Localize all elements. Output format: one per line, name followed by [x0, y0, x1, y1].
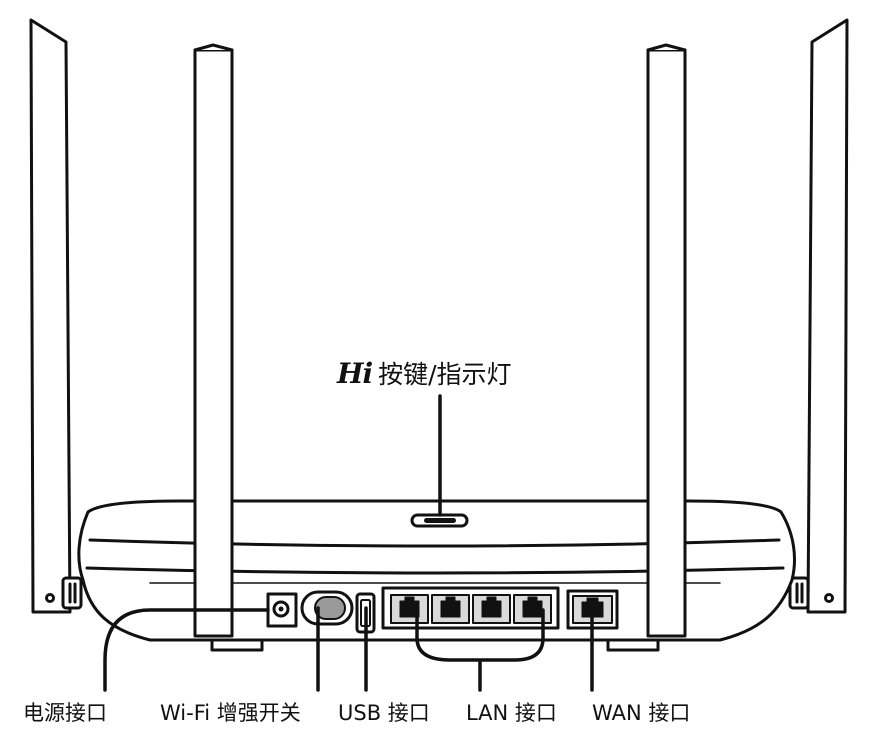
hi-button-label: Hi 按键/指示灯: [337, 360, 512, 388]
antenna-inner-left: [193, 43, 234, 638]
power-port-label: 电源接口: [23, 701, 107, 725]
antenna-inner-right: [646, 43, 687, 638]
hi-button-text: 按键/指示灯: [378, 360, 512, 389]
lan-port-label: LAN 接口: [466, 701, 557, 725]
wan-port-label: WAN 接口: [592, 701, 691, 725]
lan-port-1: [390, 594, 429, 624]
usb-port-label: USB 接口: [338, 701, 430, 725]
lan-port-group: [381, 586, 560, 630]
wifi-boost-label: Wi-Fi 增强开关: [160, 701, 301, 725]
power-port: [266, 592, 298, 628]
hi-logo: Hi: [337, 357, 373, 390]
antenna-far-left: [29, 18, 72, 614]
wifi-boost-switch: [300, 590, 354, 626]
leader-lan: [415, 608, 545, 692]
antenna-far-right: [806, 18, 849, 614]
hi-button-indicator: [410, 513, 469, 528]
leader-lines: [103, 394, 594, 692]
lan-port-4: [513, 594, 552, 624]
antenna-hinge-left: [61, 576, 83, 610]
lan-port-2: [431, 594, 470, 624]
antenna-hinge-right: [788, 576, 810, 610]
lan-port-3: [472, 594, 511, 624]
leader-power: [103, 608, 270, 692]
